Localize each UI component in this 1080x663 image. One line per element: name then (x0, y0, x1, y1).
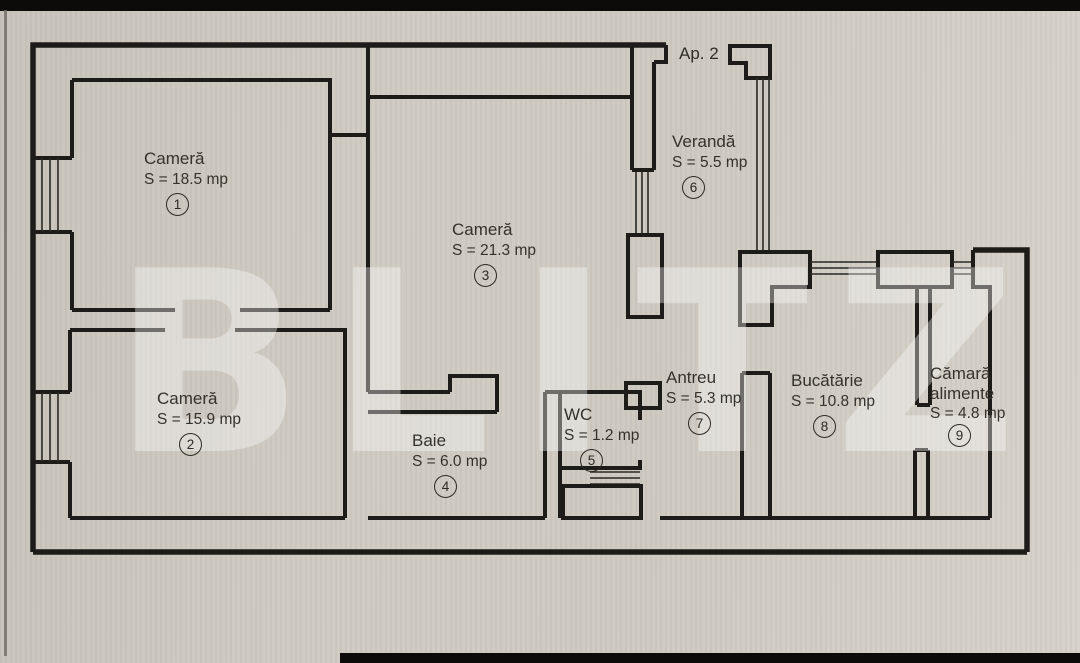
room-label-wc: WC S = 1.2 mp 5 (564, 404, 639, 472)
room-name: Cameră (144, 149, 205, 168)
room-name: Cameră (452, 220, 513, 239)
room-area: S = 1.2 mp (564, 427, 640, 444)
room-number-badge: 4 (434, 475, 457, 498)
room-area: S = 5.3 mp (666, 390, 742, 407)
room-name: Verandă (672, 132, 736, 151)
room-area: S = 4.8 mp (930, 405, 1006, 422)
photo-bottom-black-bar (340, 653, 1080, 663)
room1-walls (33, 78, 368, 312)
room-name: Baie (412, 431, 447, 450)
room-number-badge: 3 (474, 264, 497, 287)
antreu-kitchen-wall (660, 371, 990, 520)
window-room2 (41, 392, 59, 462)
room-area: S = 21.3 mp (452, 242, 537, 259)
room-name: WC (564, 405, 593, 424)
room-number-badge: 7 (688, 412, 711, 435)
room3-walls (366, 45, 632, 392)
room-label-camera-2: Cameră S = 15.9 mp 2 (157, 388, 241, 456)
room-number-badge: 5 (580, 449, 603, 472)
window-pantry (952, 261, 973, 275)
room-label-bucatarie: Bucătărie S = 10.8 mp 8 (791, 370, 875, 438)
window-veranda-right (756, 78, 770, 250)
photo-top-black-bar (0, 0, 1080, 11)
room-number-badge: 8 (813, 415, 836, 438)
room-label-antreu: Antreu S = 5.3 mp 7 (666, 367, 741, 435)
room-number-badge: 6 (682, 176, 705, 199)
window-veranda (635, 172, 649, 233)
bath-wc-walls (368, 374, 643, 520)
room-label-camera-1: Cameră S = 18.5 mp 1 (144, 148, 228, 216)
room-area: S = 15.9 mp (157, 411, 242, 428)
room-area: S = 5.5 mp (672, 154, 748, 171)
window-kitchen (810, 261, 878, 275)
room-name: Cameră (157, 389, 218, 408)
neighbor-stub (728, 44, 772, 250)
room-number-badge: 2 (179, 433, 202, 456)
paper-left-edge (4, 10, 7, 656)
room-name-line2: alimente (930, 384, 995, 403)
room-label-camera-3: Cameră S = 21.3 mp 3 (452, 219, 536, 287)
room-area: S = 6.0 mp (412, 453, 488, 470)
apartment-label: Ap. 2 (679, 44, 719, 63)
room-label-camara-alimente: Cămară alimente S = 4.8 mp 9 (930, 364, 1005, 447)
room-area: S = 18.5 mp (144, 171, 229, 188)
room-name: Cămară (930, 364, 991, 383)
room-label-veranda: Verandă S = 5.5 mp 6 (672, 131, 747, 199)
room-label-baie: Baie S = 6.0 mp 4 (412, 430, 487, 498)
room-area: S = 10.8 mp (791, 393, 876, 410)
room-name: Bucătărie (791, 371, 863, 390)
outer-walls (30, 42, 1030, 555)
veranda-walls (624, 45, 668, 410)
room-number-badge: 9 (948, 424, 971, 447)
kitchen-top-walls (738, 250, 992, 518)
room-number-badge: 1 (166, 193, 189, 216)
room-name: Antreu (666, 368, 717, 387)
room2-walls (33, 328, 347, 520)
window-room1 (41, 158, 59, 232)
window-wc (590, 471, 640, 485)
